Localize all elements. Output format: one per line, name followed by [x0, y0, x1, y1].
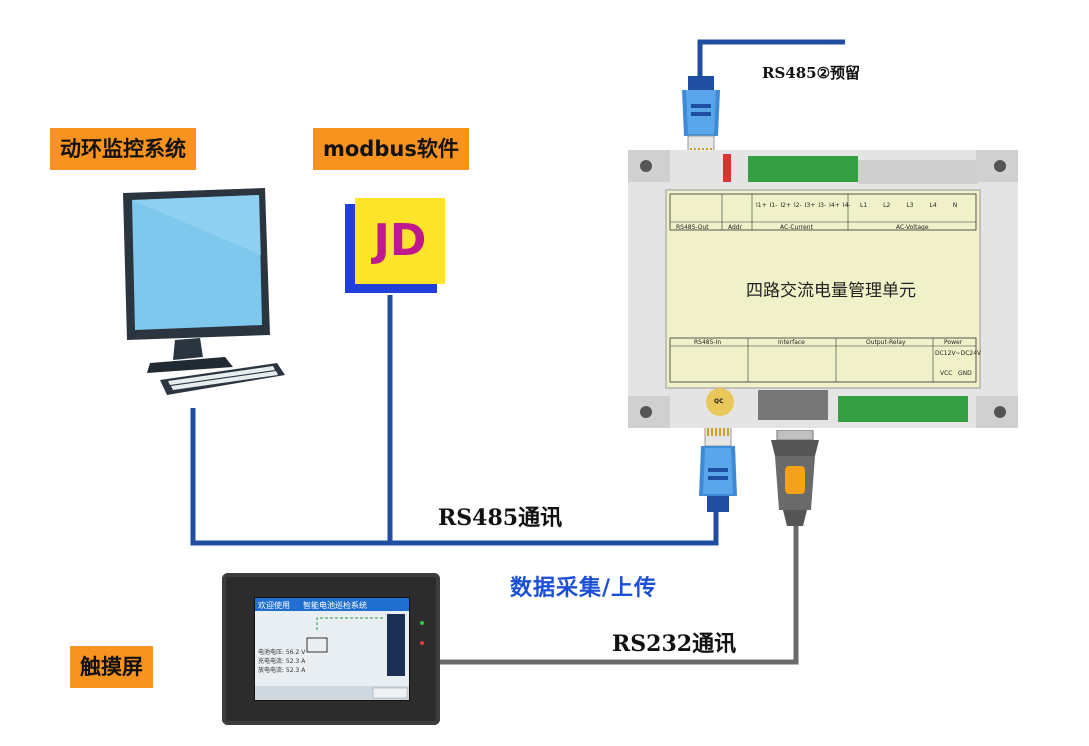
- pin-label: L3: [906, 202, 914, 209]
- pin-label: I4-: [842, 202, 851, 209]
- screen-row-discharge: 放电电流: 52.3 A: [258, 667, 306, 674]
- pin-label: L2: [883, 202, 891, 209]
- rs232-comm-label: RS232通讯: [612, 631, 737, 657]
- screen-row-voltage: 电池电压: 56.2 V: [258, 649, 306, 656]
- rs485-reserved-cable: [697, 39, 845, 80]
- module-top-section-addr: Addr: [728, 224, 743, 231]
- modbus-software-icon: JD: [345, 198, 445, 293]
- touchscreen-display: 欢迎使用 智能电池巡检系统 电池电压: 56.2 V 充电电流: 52.3 A …: [254, 597, 410, 701]
- module-power-header: DC12V~DC24V: [935, 350, 982, 357]
- module-current-pins: I1+ I1- I2+ I2- I3+ I3- I4+ I4-: [756, 202, 851, 209]
- pin-label: L4: [929, 202, 937, 209]
- pin-label: I2+: [780, 202, 792, 209]
- rs485-comm-label: RS485通讯: [438, 505, 563, 531]
- module-bottom-section-interface: Interface: [778, 339, 805, 346]
- data-collect-label: 数据采集/上传: [510, 576, 658, 601]
- pin-label: I3-: [818, 202, 827, 209]
- dynamic-env-label: 动环监控系统: [50, 128, 196, 170]
- jd-logo-text: JD: [373, 215, 427, 266]
- module-power-pin-vcc: VCC: [940, 370, 953, 377]
- status-led-green-icon: [420, 621, 424, 625]
- rs232-cable: [440, 525, 799, 665]
- pin-label: I1+: [756, 202, 767, 209]
- module-top-section-rs485-out: RS485-Out: [676, 224, 709, 231]
- screen-system-name: 智能电池巡检系统: [303, 601, 367, 610]
- status-led-red-icon: [420, 641, 424, 645]
- module-bottom-section-power: Power: [944, 339, 963, 346]
- pin-label: I1-: [769, 202, 778, 209]
- screen-welcome-text: 欢迎使用: [258, 601, 290, 610]
- db9-connector-icon: [771, 430, 819, 526]
- module-bottom-section-rs485-in: RS485-In: [694, 339, 722, 346]
- touchscreen-device: 欢迎使用 智能电池巡检系统 电池电压: 56.2 V 充电电流: 52.3 A …: [222, 573, 440, 725]
- pin-label: I2-: [794, 202, 802, 209]
- pin-label: L1: [860, 202, 868, 209]
- module-voltage-pins: L1 L2 L3 L4 N: [860, 202, 957, 209]
- pin-label: I3+: [804, 202, 816, 209]
- module-top-section-ac-voltage: AC-Voltage: [896, 224, 929, 231]
- touchscreen-label: 触摸屏: [70, 646, 153, 688]
- power-management-module: RS485-Out Addr AC-Current AC-Voltage I1+…: [628, 150, 1018, 428]
- qc-sticker: QC: [714, 398, 724, 405]
- pin-label: N: [952, 202, 958, 209]
- pin-label: I4+: [829, 202, 840, 209]
- module-top-section-ac-current: AC-Current: [780, 224, 813, 231]
- module-title: 四路交流电量管理单元: [746, 281, 916, 301]
- module-bottom-section-output-relay: Output-Relay: [866, 339, 906, 346]
- rj45-bottom-connector-icon: [699, 424, 737, 512]
- modbus-software-label: modbus软件: [313, 128, 469, 170]
- rs485-reserved-label: RS485②预留: [762, 64, 861, 82]
- rs485-bus-cable: [190, 408, 719, 546]
- screen-row-charge: 充电电流: 52.3 A: [258, 658, 306, 665]
- computer-icon: [123, 188, 285, 395]
- module-power-pin-gnd: GND: [958, 370, 972, 377]
